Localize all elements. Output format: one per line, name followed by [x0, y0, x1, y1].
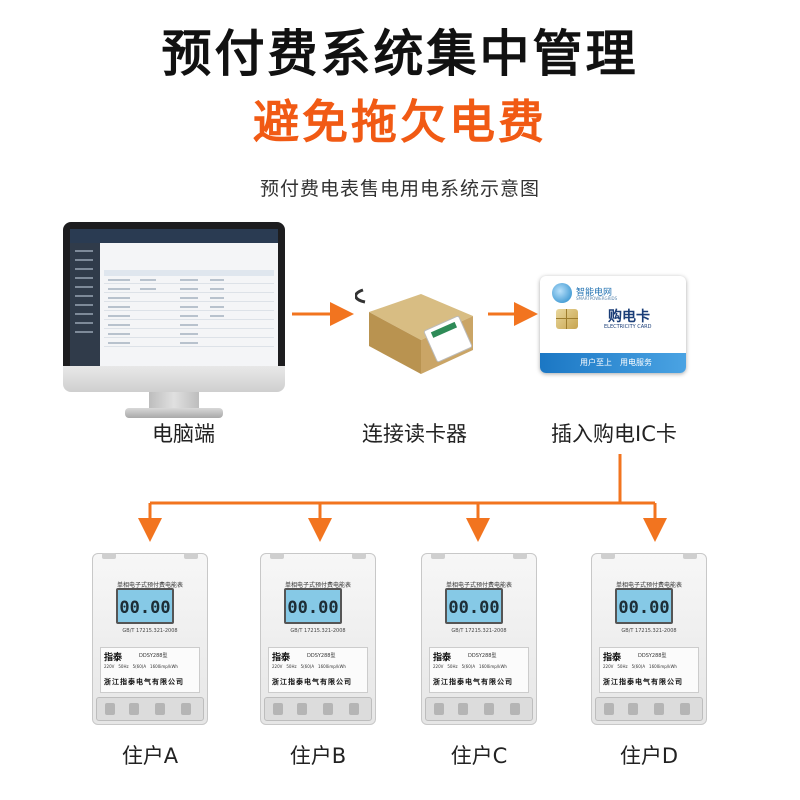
- meter-spec: 220V 50Hz 5(60)A 1600imp/kWh: [272, 664, 346, 669]
- electric-meter-d: 单相电子式预付费电能表 00.00 GB/T 17215.321-2008 指泰…: [591, 553, 707, 725]
- meter-company: 浙江指泰电气有限公司: [272, 677, 352, 686]
- meter-terminal-block: [264, 697, 372, 721]
- meter-company: 浙江指泰电气有限公司: [104, 677, 184, 686]
- meter-title: 单相电子式预付费电能表: [445, 582, 512, 589]
- card-brand-en: SMARTPOWERGRIDS: [576, 296, 618, 301]
- meter-spec: 220V 50Hz 5(60)A 1600imp/kWh: [104, 664, 178, 669]
- meter-brand: 指泰: [603, 653, 622, 663]
- monitor-chin: [63, 366, 285, 392]
- meter-standard: GB/T 17215.321-2008: [621, 628, 677, 634]
- computer-label: 电脑端: [152, 422, 215, 446]
- main-title: 预付费系统集中管理: [161, 25, 639, 83]
- meter-title: 单相电子式预付费电能表: [615, 582, 682, 589]
- management-software-screen: [70, 229, 278, 366]
- meter-c-label: 住户C: [450, 744, 508, 768]
- meter-nameplate: 指泰 DDSY288型 220V 50Hz 5(60)A 1600imp/kWh…: [100, 647, 200, 693]
- card-name: 购电卡: [608, 309, 650, 325]
- ic-chip-icon: [556, 309, 578, 329]
- meter-title: 单相电子式预付费电能表: [116, 582, 183, 589]
- card-label: 插入购电IC卡: [551, 422, 677, 446]
- meter-b-label: 住户B: [289, 744, 347, 768]
- diagram-caption: 预付费电表售电用电系统示意图: [259, 178, 540, 200]
- meter-brand: 指泰: [272, 653, 291, 663]
- globe-logo-icon: [552, 283, 572, 303]
- meter-model: DDSY288型: [468, 653, 497, 659]
- meter-reading: 00.00: [618, 598, 670, 618]
- meter-title: 单相电子式预付费电能表: [284, 582, 351, 589]
- meter-reading: 00.00: [287, 598, 339, 618]
- meter-lcd: 00.00: [615, 588, 673, 624]
- meter-model: DDSY288型: [638, 653, 667, 659]
- monitor-stand-neck: [149, 392, 199, 410]
- card-slogan: 用户至上 用电服务: [580, 358, 652, 367]
- electricity-ic-card: 智能电网 SMARTPOWERGRIDS 购电卡 ELECTRICITY CAR…: [540, 276, 686, 373]
- meter-a-label: 住户A: [121, 744, 179, 768]
- meter-reading: 00.00: [119, 598, 171, 618]
- monitor-stand-base: [125, 408, 223, 418]
- meter-model: DDSY288型: [307, 653, 336, 659]
- meter-lcd: 00.00: [445, 588, 503, 624]
- meter-company: 浙江指泰电气有限公司: [433, 677, 513, 686]
- meter-model: DDSY288型: [139, 653, 168, 659]
- meter-nameplate: 指泰 DDSY288型 220V 50Hz 5(60)A 1600imp/kWh…: [429, 647, 529, 693]
- software-sidebar: [70, 243, 100, 366]
- monitor-frame: [63, 222, 285, 378]
- software-table-header: [104, 270, 274, 276]
- electric-meter-c: 单相电子式预付费电能表 00.00 GB/T 17215.321-2008 指泰…: [421, 553, 537, 725]
- card-bottom-band: [540, 353, 686, 373]
- computer-monitor-illustration: [63, 222, 285, 418]
- meter-lcd: 00.00: [284, 588, 342, 624]
- meter-lcd: 00.00: [116, 588, 174, 624]
- meter-reading: 00.00: [448, 598, 500, 618]
- meter-brand: 指泰: [104, 653, 123, 663]
- card-name-en: ELECTRICITY CARD: [604, 324, 652, 330]
- meter-nameplate: 指泰 DDSY288型 220V 50Hz 5(60)A 1600imp/kWh…: [268, 647, 368, 693]
- meter-nameplate: 指泰 DDSY288型 220V 50Hz 5(60)A 1600imp/kWh…: [599, 647, 699, 693]
- meter-terminal-block: [595, 697, 703, 721]
- highlight-subtitle: 避免拖欠电费: [253, 95, 547, 149]
- card-brand: 智能电网: [576, 288, 613, 298]
- card-reader-illustration: [354, 282, 485, 392]
- meter-company: 浙江指泰电气有限公司: [603, 677, 683, 686]
- meter-standard: GB/T 17215.321-2008: [290, 628, 346, 634]
- meter-standard: GB/T 17215.321-2008: [451, 628, 507, 634]
- electric-meter-b: 单相电子式预付费电能表 00.00 GB/T 17215.321-2008 指泰…: [260, 553, 376, 725]
- meter-standard: GB/T 17215.321-2008: [122, 628, 178, 634]
- meter-spec: 220V 50Hz 5(60)A 1600imp/kWh: [433, 664, 507, 669]
- reader-label: 连接读卡器: [362, 422, 467, 446]
- electric-meter-a: 单相电子式预付费电能表 00.00 GB/T 17215.321-2008 指泰…: [92, 553, 208, 725]
- meter-d-label: 住户D: [619, 744, 679, 768]
- meter-terminal-block: [96, 697, 204, 721]
- software-topbar: [70, 229, 278, 243]
- meter-brand: 指泰: [433, 653, 452, 663]
- meter-terminal-block: [425, 697, 533, 721]
- meter-spec: 220V 50Hz 5(60)A 1600imp/kWh: [603, 664, 677, 669]
